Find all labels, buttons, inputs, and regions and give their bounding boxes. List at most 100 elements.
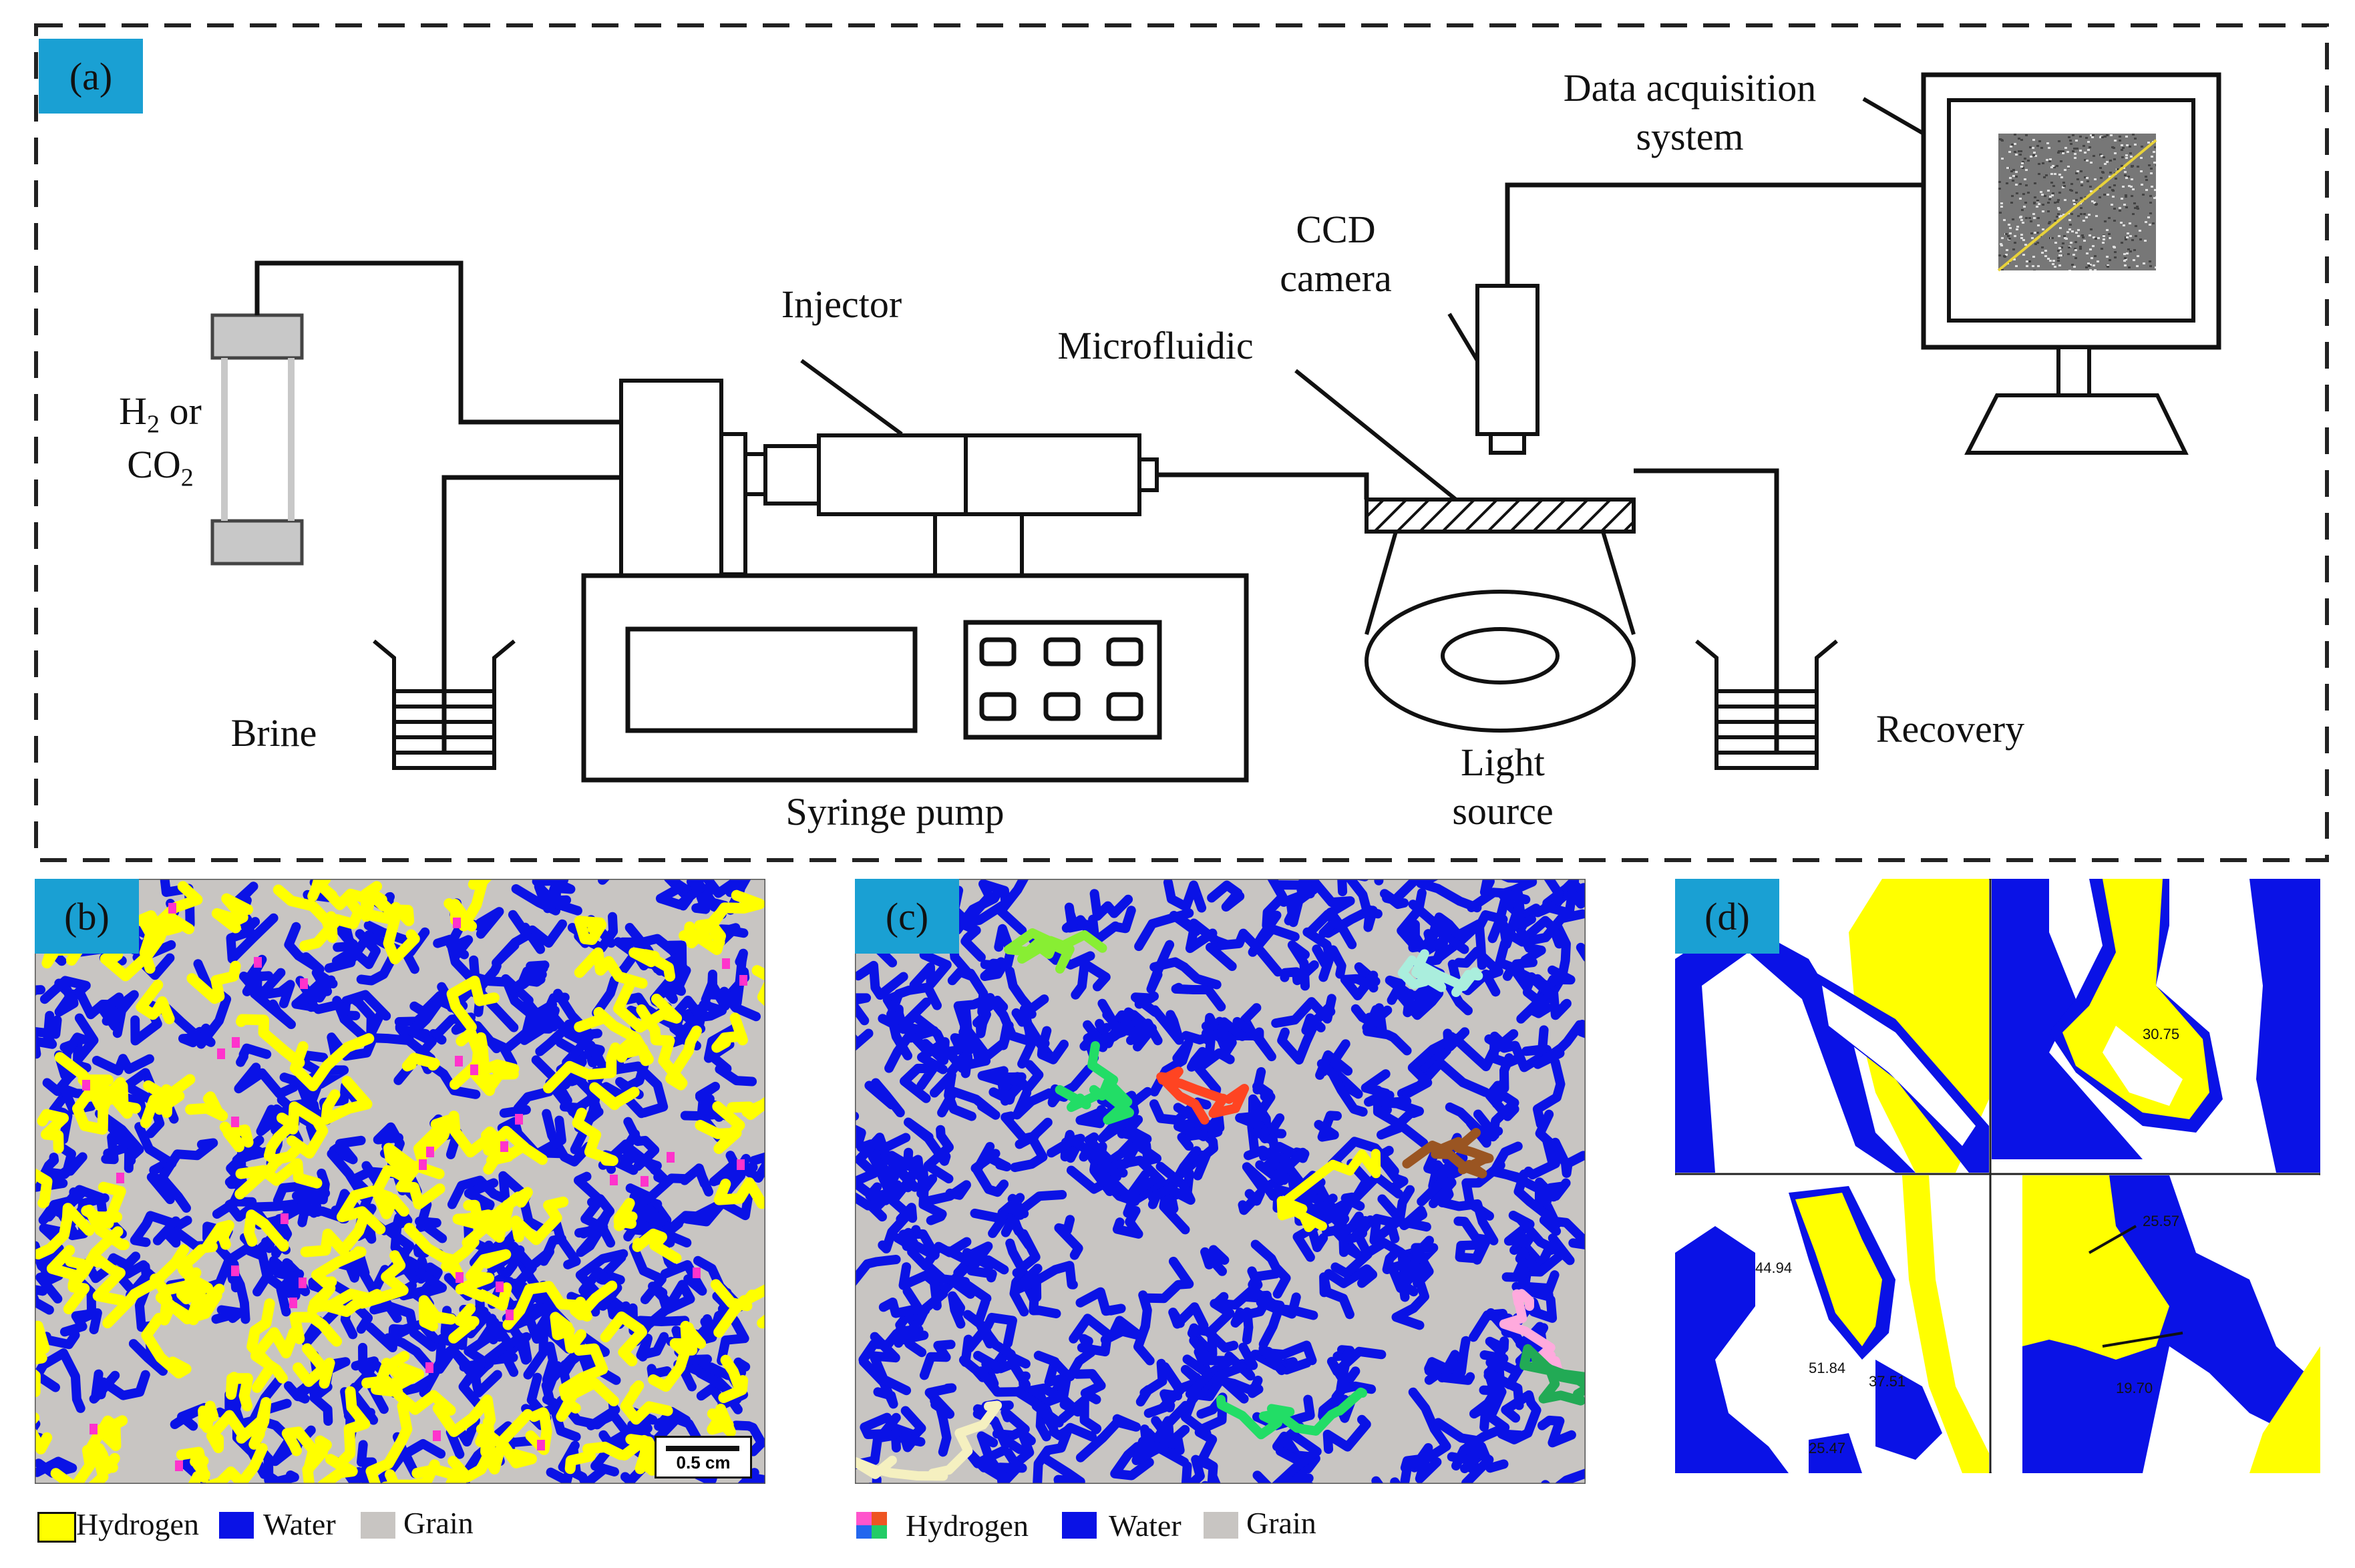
hydrogen-channel: [707, 1403, 736, 1438]
water-channel: [369, 1301, 437, 1352]
screen-pixel: [2021, 162, 2024, 164]
screen-pixel: [2033, 152, 2036, 154]
hydrogen-channel: [711, 1012, 748, 1053]
water-channel: [128, 1336, 168, 1376]
screen-pixel: [2140, 157, 2143, 159]
water-channel: [1033, 1425, 1073, 1484]
water-channel: [1305, 879, 1355, 937]
water-channel: [349, 994, 385, 1038]
water-channel: [1071, 959, 1111, 1000]
screen-pixel: [2040, 147, 2043, 149]
trapped-marker: [456, 1272, 464, 1283]
screen-pixel: [2052, 260, 2055, 262]
hydrogen-channel: [502, 1281, 584, 1330]
water-channel: [1499, 906, 1527, 949]
water-channel: [860, 1412, 901, 1439]
screen-pixel: [2144, 240, 2147, 242]
hydrogen-channel: [136, 979, 175, 1024]
water-channel: [460, 907, 504, 939]
screen-pixel: [2104, 163, 2107, 165]
water-channel: [896, 1432, 926, 1452]
water-channel: [1469, 1390, 1497, 1432]
screen-pixel: [2010, 202, 2013, 204]
water-channel: [1540, 1468, 1586, 1484]
hydrogen-channel: [94, 1415, 128, 1451]
water-channel: [1537, 1181, 1566, 1217]
screen-pixel: [2124, 264, 2127, 266]
screen-pixel: [2090, 228, 2093, 230]
water-channel: [1273, 879, 1316, 890]
water-channel: [1532, 1057, 1566, 1129]
water-channel: [1089, 889, 1133, 921]
screen-pixel: [2069, 140, 2072, 142]
screen-pixel: [2101, 155, 2103, 157]
hydrogen-cluster: [855, 1400, 1003, 1481]
hydrogen-channel: [556, 1378, 619, 1422]
schematic-panel: [34, 23, 2329, 862]
water-channel: [98, 992, 124, 1031]
water-channel: [893, 1227, 939, 1260]
water-channel: [610, 1153, 662, 1175]
water-channel: [715, 923, 749, 948]
water-channel: [1523, 1136, 1560, 1180]
hydrogen-channel: [543, 1042, 621, 1094]
screen-pixel: [2125, 206, 2128, 208]
screen-pixel: [2083, 240, 2086, 242]
screen-pixel: [2107, 264, 2109, 266]
hydrogen-channel: [198, 1400, 219, 1433]
legend-swatch-water: [219, 1512, 254, 1539]
water-channel: [1100, 1316, 1144, 1345]
hydrogen-channel: [236, 1014, 305, 1068]
hydrogen-cluster: [1004, 928, 1107, 974]
screen-pixel: [2034, 243, 2037, 245]
water-channel: [611, 1061, 669, 1118]
water-channel: [458, 1358, 488, 1413]
water-channel: [869, 1170, 896, 1213]
screen-pixel: [2022, 254, 2025, 256]
water-channel: [542, 1342, 562, 1394]
screen-pixel: [2048, 222, 2050, 224]
trapped-marker: [426, 1147, 434, 1157]
hydrogen-channel: [100, 910, 194, 982]
water-channel: [1485, 1081, 1519, 1121]
screen-pixel: [2132, 134, 2135, 136]
screen-pixel: [2057, 257, 2060, 259]
water-channel: [1169, 910, 1218, 954]
water-channel: [989, 998, 1037, 1069]
screen-pixel: [2068, 219, 2071, 221]
screen-pixel: [2046, 159, 2048, 161]
screen-pixel: [2064, 199, 2066, 201]
water-channel: [1252, 1067, 1274, 1101]
hydrogen-channel: [468, 1200, 514, 1232]
hydrogen-channel: [418, 1295, 457, 1332]
hydrogen-channel: [206, 1410, 246, 1453]
screen-pixel: [2028, 217, 2031, 219]
water-channel: [1393, 987, 1444, 1020]
screen-pixel: [2117, 168, 2119, 170]
screen-pixel: [2145, 176, 2147, 178]
water-channel: [858, 1329, 914, 1365]
trapped-marker: [641, 1176, 649, 1187]
screen-pixel: [2079, 246, 2082, 248]
water-channel: [340, 990, 391, 1021]
screen-pixel: [2101, 136, 2104, 138]
screen-pixel: [2037, 265, 2040, 267]
water-channel: [1079, 1132, 1115, 1166]
angle-label-5: 25.47: [1809, 1440, 1845, 1456]
screen-pixel: [2143, 262, 2145, 264]
screen-pixel: [2133, 249, 2136, 251]
water-channel: [313, 996, 368, 1041]
hydrogen-channel: [50, 1444, 120, 1484]
water-channel: [1443, 1027, 1470, 1052]
screen-pixel: [2034, 155, 2037, 157]
hydrogen-channel: [458, 879, 493, 932]
hydrogen-channel: [694, 890, 765, 931]
screen-pixel: [2050, 173, 2053, 175]
trapped-marker: [116, 1173, 124, 1183]
water-channel: [1049, 1422, 1097, 1442]
screen-pixel: [2019, 198, 2022, 200]
water-channel: [1275, 1446, 1310, 1484]
screen-pixel: [2052, 165, 2054, 167]
water-channel: [1248, 910, 1300, 957]
hydrogen-channel: [293, 1343, 335, 1389]
